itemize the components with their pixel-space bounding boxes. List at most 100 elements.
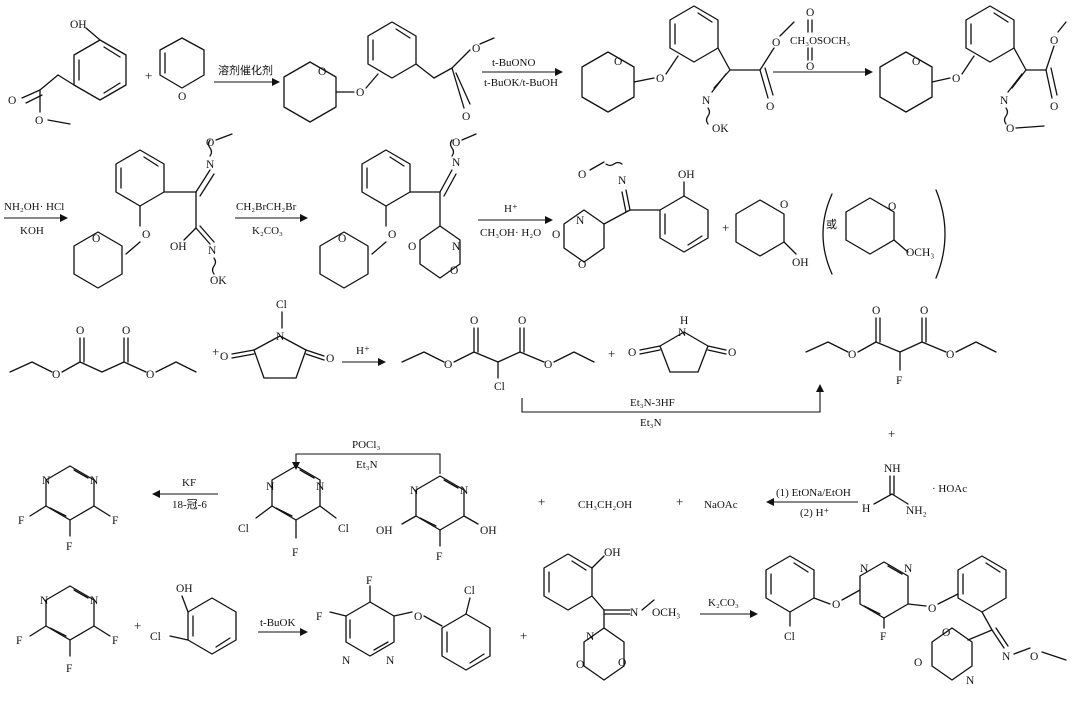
- atom-label: O: [35, 115, 43, 127]
- condition-label: POCl₃: [352, 439, 380, 451]
- atom-label: O: [806, 7, 814, 19]
- condition-label: H⁺: [504, 203, 518, 215]
- atom-label: O: [952, 73, 960, 85]
- arrow-step-3: CH₃OSOCH₃ O O: [773, 7, 873, 76]
- plus-sign: +: [676, 494, 683, 509]
- condition-label: H⁺: [356, 345, 370, 357]
- atom-label: Cl: [494, 381, 505, 393]
- atom-label: O: [848, 349, 856, 361]
- compound-trifluoropyrimidine-a: N N F F F: [18, 465, 118, 553]
- atom-label: OK: [712, 123, 729, 135]
- atom-label: O: [832, 599, 840, 611]
- condition-label: Et₃N: [356, 459, 378, 471]
- atom-label: O: [578, 259, 586, 271]
- byproduct-ethanol: CH₃CH₂OH: [578, 499, 632, 511]
- atom-label: N: [702, 95, 711, 107]
- plus-sign: +: [212, 344, 219, 359]
- atom-label: O: [888, 201, 896, 213]
- atom-label: N: [1002, 651, 1011, 663]
- atom-label: O: [414, 611, 422, 623]
- compound-diethyl-fluoromalonate: O O O F O: [805, 305, 997, 387]
- compound-phenol-dioxazine-oxime: O N N O O OH: [552, 161, 709, 271]
- atom-label: O: [656, 73, 664, 85]
- atom-label: O: [578, 169, 586, 181]
- atom-label: O: [872, 305, 880, 317]
- condition-label: 溶剂催化剂: [218, 63, 273, 77]
- atom-label: Cl: [150, 631, 161, 643]
- atom-label: O: [444, 359, 452, 371]
- atom-label: F: [880, 631, 886, 643]
- atom-label: NH: [884, 463, 901, 475]
- atom-label: O: [780, 199, 788, 211]
- atom-label: N: [904, 563, 913, 575]
- route-arrow-chlorination: POCl₃ Et₃N: [292, 439, 441, 474]
- plus-sign: +: [888, 426, 895, 441]
- route-arrow-fluorination: Et₃N-3HF Et₃N: [521, 384, 824, 429]
- condition-label: t-BuONO: [492, 57, 535, 69]
- atom-label: N: [316, 481, 325, 493]
- atom-label: O: [76, 325, 84, 337]
- compound-dihydroxyfluoropyrimidine: N N OH OH F: [376, 475, 497, 563]
- atom-label: O: [178, 91, 186, 103]
- arrow-step-cyclization: (1) EtONa/EtOH (2) H⁺: [766, 487, 858, 519]
- condition-label: (2) H⁺: [800, 507, 830, 519]
- atom-label: N: [618, 175, 627, 187]
- atom-label: F: [896, 375, 902, 387]
- atom-label: N: [1000, 95, 1009, 107]
- arrow-step-1: 溶剂催化剂: [214, 63, 280, 86]
- atom-label: N: [276, 331, 285, 343]
- atom-label: O: [728, 347, 736, 359]
- atom-label: Cl: [784, 631, 795, 643]
- compound-trifluoropyrimidine-b: N N F F F: [16, 585, 118, 675]
- atom-label: O: [8, 95, 16, 107]
- arrow-step-6: H⁺ CH₃OH· H₂O: [478, 203, 553, 239]
- atom-label: OCH₃: [652, 607, 680, 619]
- atom-label: OCH₃: [906, 247, 934, 259]
- atom-label: O: [628, 347, 636, 359]
- or-label: 或: [826, 218, 837, 231]
- atom-label: N: [40, 595, 49, 607]
- plus-sign: +: [538, 494, 545, 509]
- atom-label: O: [206, 137, 214, 149]
- compound-2-methoxy-thp: O OCH₃: [845, 197, 934, 259]
- plus-sign: +: [722, 220, 729, 235]
- atom-label: O: [338, 233, 346, 245]
- compound-diethyl-chloromalonate: O O O Cl O: [401, 315, 595, 393]
- atom-label: N: [586, 631, 595, 643]
- atom-label: F: [292, 547, 298, 559]
- atom-label: N: [966, 675, 975, 687]
- atom-label: N: [386, 655, 395, 667]
- atom-label: OH: [376, 525, 393, 537]
- condition-label: KF: [182, 477, 196, 489]
- atom-label: O: [772, 37, 780, 49]
- condition-label: K₂CO₃: [252, 225, 283, 237]
- compound-2-chlorophenol: OH Cl: [150, 583, 237, 655]
- atom-label: N: [678, 327, 687, 339]
- plus-sign: +: [520, 628, 527, 643]
- atom-label: F: [112, 515, 118, 527]
- alternative-bracket: 或: [822, 189, 946, 279]
- atom-label: Cl: [338, 523, 349, 535]
- atom-label: O: [122, 325, 130, 337]
- plus-sign: +: [145, 68, 152, 83]
- atom-label: OH: [792, 257, 809, 269]
- compound-succinimide: O N H O: [628, 315, 736, 373]
- compound-phenol-oxime-dioxazine: OH N OCH₃ N O O: [543, 547, 680, 681]
- atom-label: N: [452, 157, 461, 169]
- atom-label: N: [208, 245, 217, 257]
- compound-methyl-2-hydroxyphenylacetate: OH O O: [8, 19, 127, 127]
- atom-label: F: [112, 635, 118, 647]
- arrow-step-snar-1: t-BuOK: [258, 617, 308, 636]
- atom-label: O: [928, 603, 936, 615]
- atom-label: Cl: [464, 585, 475, 597]
- atom-label: N: [576, 215, 585, 227]
- atom-label: N: [266, 481, 275, 493]
- atom-label: O: [544, 359, 552, 371]
- atom-label: N: [860, 563, 869, 575]
- atom-label: N: [460, 485, 469, 497]
- condition-label: t-BuOK: [260, 617, 296, 629]
- atom-label: O: [1050, 35, 1058, 47]
- atom-label: O: [408, 241, 416, 253]
- atom-label: O: [450, 265, 458, 277]
- atom-label: N: [90, 475, 99, 487]
